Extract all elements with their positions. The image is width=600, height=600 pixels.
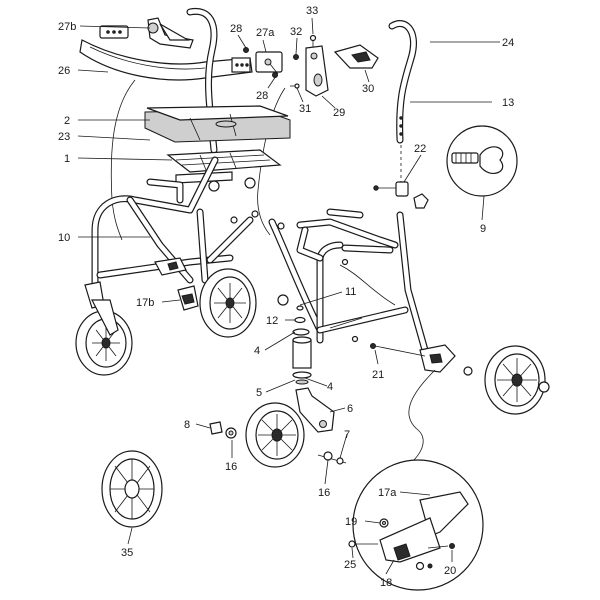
- callout-25: 25: [344, 559, 356, 571]
- callout-27b: 27b: [58, 21, 76, 33]
- front-left-wheel: [75, 281, 133, 376]
- callout-20: 20: [444, 565, 456, 577]
- right-frame: [296, 208, 429, 354]
- screw-33-head: [309, 34, 317, 42]
- right-handle-tube: [388, 20, 417, 190]
- callout-6: 6: [347, 403, 353, 415]
- callout-29: 29: [333, 107, 345, 119]
- detail-17a-brake: [348, 369, 484, 591]
- brake-lever-17b: [177, 285, 199, 311]
- brake-mechanism: [370, 343, 456, 373]
- callout-10: 10: [58, 232, 70, 244]
- screw-28-bottom: [272, 72, 278, 78]
- caster-wheel: [209, 402, 347, 468]
- callout-30: 30: [362, 83, 374, 95]
- callout-9: 9: [480, 223, 486, 235]
- callout-31: 31: [299, 103, 311, 115]
- bracket-29: [305, 45, 329, 97]
- callout-4-lower: 4: [327, 381, 333, 393]
- seat-frame: [166, 149, 282, 192]
- seat-cushion: [144, 105, 291, 143]
- rear-right-wheel: [463, 345, 550, 415]
- callout-8: 8: [184, 419, 190, 431]
- bolt-22-assembly: [373, 181, 429, 209]
- back-strap: [79, 39, 253, 81]
- callout-33: 33: [306, 5, 318, 17]
- frame-hardware: [230, 210, 363, 343]
- foot-rest: [154, 257, 187, 276]
- callout-28-bottom: 28: [256, 90, 268, 102]
- brake-handle-30: [333, 44, 379, 69]
- callout-19: 19: [345, 516, 357, 528]
- callout-23: 23: [58, 131, 70, 143]
- callout-16-left: 16: [225, 461, 237, 473]
- callout-16-right: 16: [318, 487, 330, 499]
- callout-28-top: 28: [230, 23, 242, 35]
- detail-9-knob: [446, 125, 518, 197]
- callout-4-upper: 4: [254, 345, 260, 357]
- callout-labels: 27b 26 28 27a 33 32 24 28 31 29 30 13 2 …: [58, 5, 514, 589]
- frame-cable: [339, 264, 396, 306]
- callout-17b: 17b: [136, 297, 154, 309]
- callout-21: 21: [372, 369, 384, 381]
- callout-5: 5: [256, 387, 262, 399]
- callout-35: 35: [121, 547, 133, 559]
- brake-cable-right: [257, 87, 286, 236]
- callout-12: 12: [266, 315, 278, 327]
- nut-32: [293, 54, 299, 60]
- callout-22: 22: [414, 143, 426, 155]
- callout-32: 32: [290, 26, 302, 38]
- callout-27a: 27a: [256, 27, 275, 39]
- bracket-27a: [255, 51, 283, 75]
- screw-28-top: [243, 47, 249, 53]
- callout-1: 1: [64, 153, 70, 165]
- callout-17a: 17a: [378, 487, 397, 499]
- pin-31-head: [294, 83, 300, 89]
- callout-2: 2: [64, 115, 70, 127]
- callout-26: 26: [58, 65, 70, 77]
- callout-18: 18: [380, 577, 392, 589]
- callout-11: 11: [345, 286, 356, 298]
- spare-wheel-35: [101, 450, 163, 528]
- callout-7: 7: [344, 429, 350, 441]
- strap-bracket: [99, 17, 194, 49]
- callout-24: 24: [502, 37, 514, 49]
- brake-cable-left: [110, 79, 136, 241]
- main-frame: [91, 156, 324, 334]
- rear-left-wheel: [199, 268, 257, 338]
- leader-lines: [77, 17, 500, 575]
- callout-13: 13: [502, 97, 514, 109]
- caster-stem-assembly: [292, 305, 335, 433]
